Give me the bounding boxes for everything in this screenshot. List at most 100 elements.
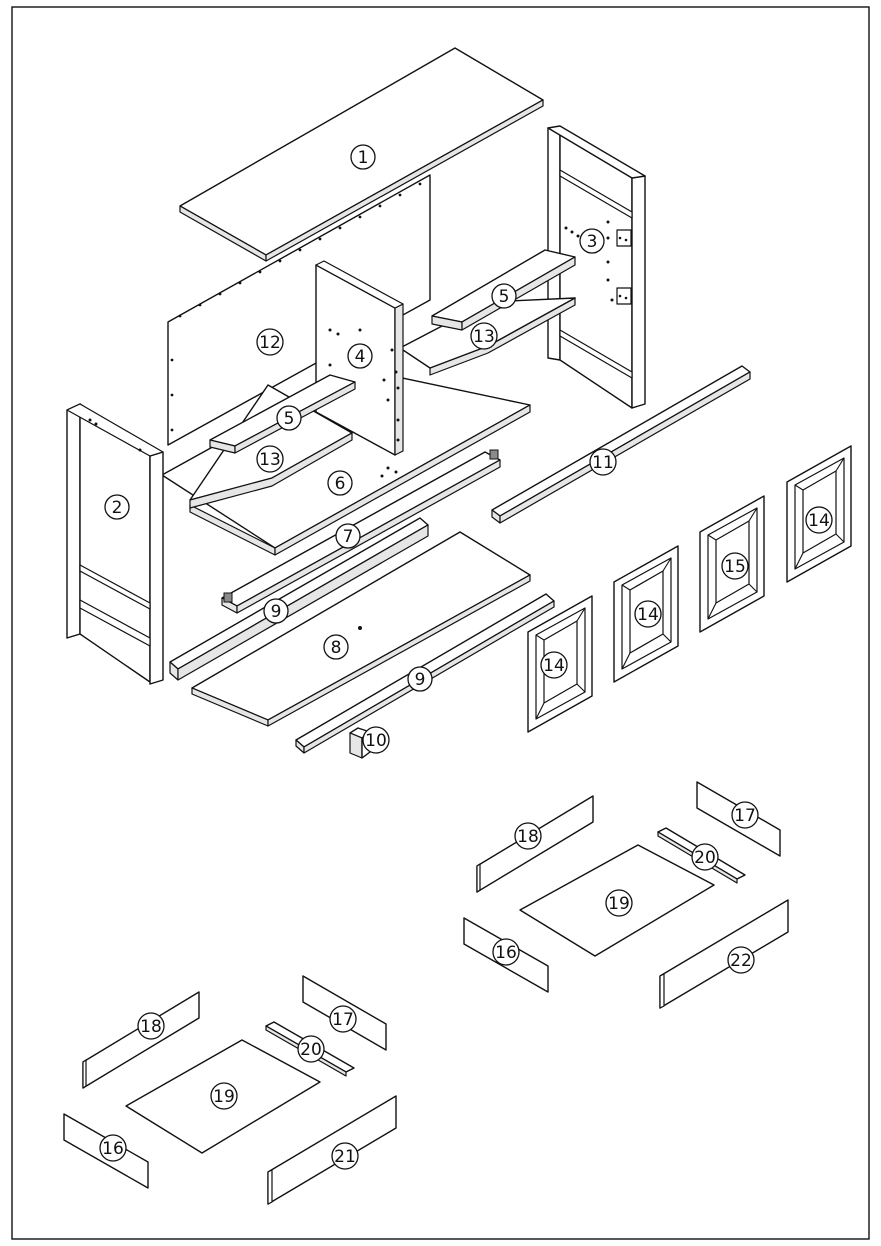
callout-number: 20 bbox=[300, 1040, 322, 1060]
callout-circle bbox=[805, 506, 833, 534]
callout-circle bbox=[256, 328, 284, 356]
callout-number: 14 bbox=[808, 511, 830, 531]
callout-circle bbox=[579, 228, 605, 254]
callout-circle bbox=[104, 494, 130, 520]
part-callout-16: 16 bbox=[99, 1134, 127, 1162]
part-callout-20: 20 bbox=[691, 843, 719, 871]
callout-number: 11 bbox=[592, 453, 614, 473]
part-callout-14: 14 bbox=[634, 600, 662, 628]
callout-number: 14 bbox=[543, 656, 565, 676]
part-callout-21: 21 bbox=[331, 1142, 359, 1170]
callout-number: 18 bbox=[517, 827, 539, 847]
part-callout-15: 15 bbox=[721, 552, 749, 580]
callout-number: 5 bbox=[499, 287, 510, 307]
part-callout-2: 2 bbox=[104, 494, 130, 520]
callout-circle bbox=[362, 726, 390, 754]
callout-circle bbox=[470, 322, 498, 350]
callout-number: 8 bbox=[331, 638, 342, 658]
callout-circle bbox=[691, 843, 719, 871]
callout-circle bbox=[721, 552, 749, 580]
part-callout-22: 22 bbox=[727, 946, 755, 974]
part-callout-18: 18 bbox=[514, 822, 542, 850]
part-callout-1: 1 bbox=[350, 144, 376, 170]
part-callout-4: 4 bbox=[347, 343, 373, 369]
callout-circle bbox=[137, 1012, 165, 1040]
part-callout-11: 11 bbox=[589, 448, 617, 476]
callout-circle bbox=[727, 946, 755, 974]
callout-circle bbox=[492, 938, 520, 966]
callout-number: 14 bbox=[637, 605, 659, 625]
part-right-side-panel bbox=[547, 125, 646, 409]
part-callout-14: 14 bbox=[805, 506, 833, 534]
callout-number: 2 bbox=[112, 498, 123, 518]
callout-circle bbox=[634, 600, 662, 628]
callout-circle bbox=[263, 598, 289, 624]
callout-circle bbox=[335, 523, 361, 549]
callout-circle bbox=[327, 470, 353, 496]
callout-number: 19 bbox=[608, 894, 630, 914]
part-callout-13: 13 bbox=[256, 445, 284, 473]
part-callout-3: 3 bbox=[579, 228, 605, 254]
callout-number: 12 bbox=[259, 333, 281, 353]
callout-circle bbox=[491, 283, 517, 309]
part-back-panel bbox=[167, 174, 431, 446]
part-callout-19: 19 bbox=[210, 1082, 238, 1110]
callout-number: 17 bbox=[734, 806, 756, 826]
part-callout-12: 12 bbox=[256, 328, 284, 356]
callout-number: 3 bbox=[587, 232, 598, 252]
callout-number: 9 bbox=[271, 602, 282, 622]
part-callout-20: 20 bbox=[297, 1035, 325, 1063]
callout-circle bbox=[514, 822, 542, 850]
callout-number: 6 bbox=[335, 474, 346, 494]
page-border bbox=[11, 6, 870, 1240]
callout-circle bbox=[731, 801, 759, 829]
callout-number: 16 bbox=[495, 943, 517, 963]
callout-number: 15 bbox=[724, 557, 746, 577]
callout-circle bbox=[347, 343, 373, 369]
part-left-side-panel bbox=[66, 403, 164, 685]
part-callout-6: 6 bbox=[327, 470, 353, 496]
part-callout-17: 17 bbox=[731, 801, 759, 829]
callout-number: 7 bbox=[343, 527, 354, 547]
part-callout-9: 9 bbox=[407, 666, 433, 692]
callout-number: 18 bbox=[140, 1017, 162, 1037]
part-callout-18: 18 bbox=[137, 1012, 165, 1040]
part-callout-10: 10 bbox=[362, 726, 390, 754]
callout-number: 9 bbox=[415, 670, 426, 690]
callout-circle bbox=[210, 1082, 238, 1110]
drawer-b-parts bbox=[63, 975, 397, 1205]
callout-circle bbox=[276, 405, 302, 431]
callout-number: 21 bbox=[334, 1147, 356, 1167]
callout-number: 13 bbox=[259, 450, 281, 470]
part-long-rail bbox=[491, 365, 751, 524]
part-callout-13: 13 bbox=[470, 322, 498, 350]
callout-circle bbox=[540, 651, 568, 679]
callout-circle bbox=[256, 445, 284, 473]
callout-number: 1 bbox=[358, 148, 369, 168]
callout-number: 22 bbox=[730, 951, 752, 971]
part-callout-14: 14 bbox=[540, 651, 568, 679]
callout-number: 4 bbox=[355, 347, 366, 367]
part-callout-5: 5 bbox=[491, 283, 517, 309]
callout-number: 20 bbox=[694, 848, 716, 868]
callout-number: 13 bbox=[473, 327, 495, 347]
part-callout-16: 16 bbox=[492, 938, 520, 966]
callout-circle bbox=[589, 448, 617, 476]
callout-circle bbox=[99, 1134, 127, 1162]
part-callout-9: 9 bbox=[263, 598, 289, 624]
callout-number: 5 bbox=[284, 409, 295, 429]
callout-number: 16 bbox=[102, 1139, 124, 1159]
part-callout-8: 8 bbox=[323, 634, 349, 660]
callout-circle bbox=[323, 634, 349, 660]
callout-circle bbox=[329, 1005, 357, 1033]
part-front-rail bbox=[221, 449, 501, 614]
part-base-panel bbox=[191, 531, 531, 727]
callout-number: 19 bbox=[213, 1087, 235, 1107]
callout-number: 10 bbox=[365, 731, 387, 751]
part-callout-19: 19 bbox=[605, 889, 633, 917]
callout-circle bbox=[350, 144, 376, 170]
callout-circle bbox=[605, 889, 633, 917]
